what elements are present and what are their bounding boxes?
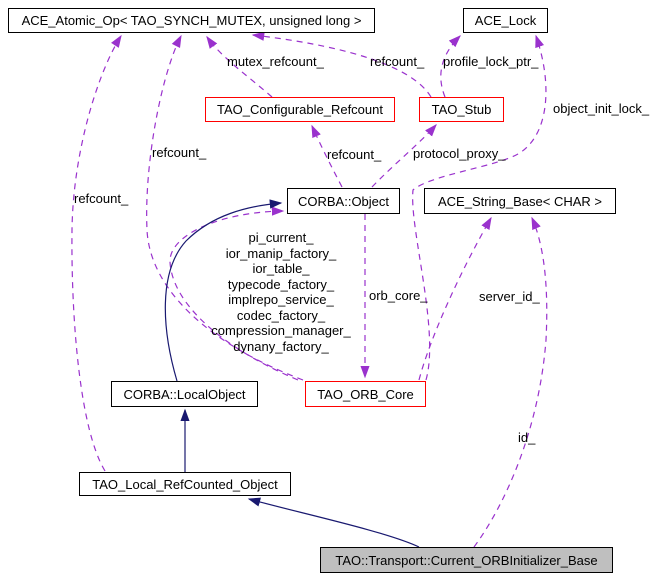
edge-label-localrefcounted-refcount: refcount_ <box>74 191 129 206</box>
edge-object-init-lock <box>412 34 547 381</box>
edge-label-protocol-proxy: protocol_proxy_ <box>413 146 506 161</box>
edge-label-object-refcount: refcount_ <box>327 147 382 162</box>
edge-pi-current-group <box>169 206 299 381</box>
node-corba-object[interactable]: CORBA::Object <box>287 188 400 214</box>
edge-label-orbcore-refcount: refcount_ <box>152 145 207 160</box>
edge-label-pi-current-group: pi_current_ ior_manip_factory_ ior_table… <box>211 230 351 354</box>
edge-label-stub-refcount: refcount_ <box>370 54 425 69</box>
node-tao-configurable-refcount[interactable]: TAO_Configurable_Refcount <box>205 97 395 122</box>
edge-server-id <box>418 216 492 381</box>
edge-orbinitializer-inherits-localrefcounted <box>247 497 420 548</box>
node-tao-orb-core[interactable]: TAO_ORB_Core <box>305 381 426 407</box>
edge-localobject-inherits-object <box>164 199 283 382</box>
edge-label-id: id_ <box>518 430 536 445</box>
edge-mutex-refcount <box>206 35 273 98</box>
node-tao-stub[interactable]: TAO_Stub <box>419 97 504 122</box>
node-ace-string-base[interactable]: ACE_String_Base< CHAR > <box>424 188 616 214</box>
edge-stub-refcount <box>251 31 432 98</box>
edge-label-profile-lock-ptr: profile_lock_ptr_ <box>443 54 539 69</box>
node-ace-atomic-op[interactable]: ACE_Atomic_Op< TAO_SYNCH_MUTEX, unsigned… <box>8 8 375 33</box>
node-current-orbinitializer-base: TAO::Transport::Current_ORBInitializer_B… <box>320 547 613 573</box>
edge-object-refcount <box>311 124 343 188</box>
node-corba-localobject[interactable]: CORBA::LocalObject <box>111 381 258 407</box>
edge-label-server-id: server_id_ <box>479 289 540 304</box>
edge-id <box>473 216 548 548</box>
edge-label-orb-core: orb_core_ <box>369 288 428 303</box>
node-ace-lock[interactable]: ACE_Lock <box>463 8 548 33</box>
edge-localrefcounted-refcount <box>71 34 122 472</box>
edge-protocol-proxy <box>371 124 437 188</box>
edge-profile-lock-ptr <box>440 35 461 98</box>
node-tao-local-refcounted-object[interactable]: TAO_Local_RefCounted_Object <box>79 472 291 496</box>
edge-label-object-init-lock: object_init_lock_ <box>553 101 650 116</box>
edge-label-mutex-refcount: mutex_refcount_ <box>227 54 324 69</box>
